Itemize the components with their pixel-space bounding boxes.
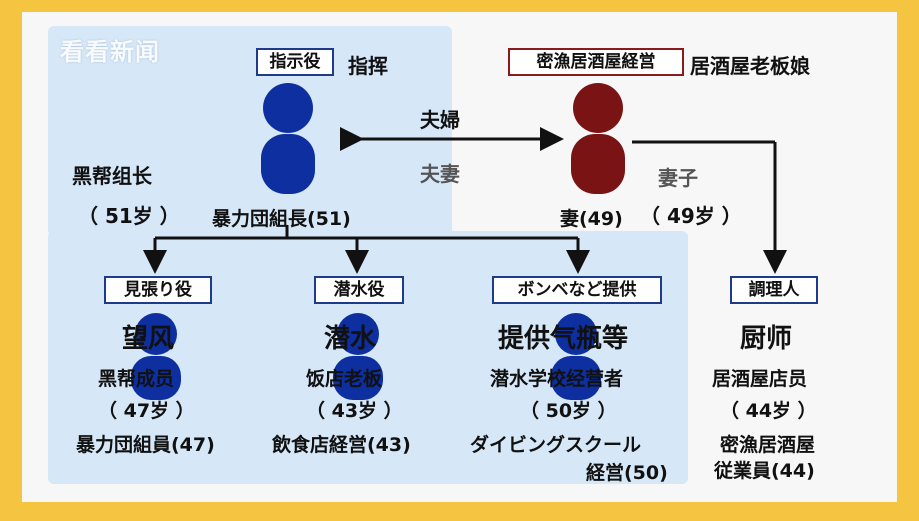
diver-title-cn: 饭店老板 — [306, 368, 383, 390]
supplier-role-cn: 提供气瓶等 — [498, 324, 629, 354]
supplier-age-cn: （ 50岁 ） — [520, 400, 617, 422]
leader-person-icon — [261, 83, 315, 194]
watermark: 看看新闻 — [60, 38, 160, 66]
cook-name-jp-line1: 密漁居酒屋 — [720, 434, 816, 456]
lookout-name-jp: 暴力団組員(47) — [76, 434, 215, 456]
lookout-age-cn: （ 47岁 ） — [98, 400, 195, 422]
lookout-role-jp: 見張り役 — [104, 276, 212, 304]
wife-age-cn: （ 49岁 ） — [640, 204, 742, 228]
cook-role-cn: 厨师 — [740, 324, 793, 354]
diver-name-jp: 飲食店経営(43) — [272, 434, 411, 456]
supplier-name-jp-line2: 経営(50) — [586, 462, 668, 484]
cook-age-cn: （ 44岁 ） — [720, 400, 817, 422]
lookout-role-cn: 望风 — [122, 324, 175, 354]
supplier-name-jp-line1: ダイビングスクール — [470, 434, 642, 456]
diver-person-icon — [333, 313, 383, 400]
leader-role-jp: 指示役 — [256, 48, 334, 76]
diver-role-cn: 潜水 — [324, 324, 377, 354]
diver-role-jp: 潜水役 — [314, 276, 404, 304]
supplier-role-jp: ボンベなど提供 — [492, 276, 662, 304]
cook-role-jp: 調理人 — [730, 276, 818, 304]
wife-role-cn: 居酒屋老板娘 — [690, 54, 810, 78]
lookout-title-cn: 黑帮成员 — [98, 368, 175, 390]
wife-person-icon — [571, 83, 625, 194]
leader-role-cn: 指挥 — [348, 54, 388, 78]
lookout-person-icon — [131, 313, 181, 400]
leader-name-jp: 暴力団組長(51) — [212, 208, 351, 230]
cook-title-cn: 居酒屋店员 — [712, 368, 808, 390]
relation-label-top: 夫婦 — [420, 108, 460, 132]
diver-age-cn: （ 43岁 ） — [306, 400, 403, 422]
supplier-person-icon — [551, 313, 601, 400]
relation-label-bottom: 夫妻 — [420, 162, 460, 186]
cook-name-jp-line2: 従業員(44) — [714, 460, 815, 482]
supplier-title-cn: 潜水学校经营者 — [490, 368, 624, 390]
leader-age-cn: （ 51岁 ） — [78, 204, 180, 228]
wife-role-jp: 密漁居酒屋経営 — [508, 48, 684, 76]
wife-name-jp: 妻(49) — [560, 208, 623, 230]
leader-title-cn: 黑帮组长 — [72, 164, 152, 188]
wife-title-cn: 妻子 — [658, 166, 698, 190]
